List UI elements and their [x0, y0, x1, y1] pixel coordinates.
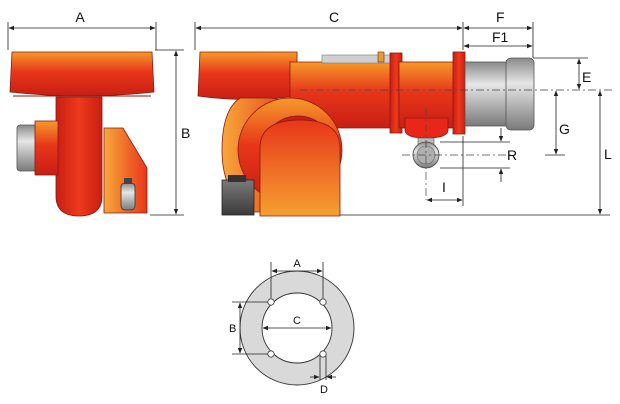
dim-label-b: B — [181, 125, 190, 141]
front-flange-2 — [452, 51, 466, 135]
blast-tube-head — [505, 57, 535, 131]
dim-label-i: I — [442, 179, 446, 195]
flange-label-d: D — [320, 384, 328, 396]
capacitor-box — [221, 179, 255, 216]
motor-cover — [259, 119, 341, 217]
front-flange-body — [398, 61, 456, 129]
flange-label-c: C — [293, 315, 301, 327]
side-sensor — [120, 182, 136, 211]
side-fan-body — [55, 96, 103, 217]
dim-label-f1: F1 — [492, 29, 509, 45]
dim-label-r: R — [507, 147, 517, 163]
dim-label-l: L — [604, 146, 612, 162]
blast-tube — [464, 61, 512, 127]
dim-label-f: F — [496, 9, 505, 25]
front-view: C F F1 — [194, 9, 612, 217]
side-view: A B — [7, 9, 190, 217]
flange-label-a: A — [293, 258, 301, 270]
dim-label-a: A — [75, 9, 85, 25]
dim-label-c: C — [329, 9, 339, 25]
gas-valve — [404, 117, 449, 139]
front-housing-cover — [197, 51, 298, 100]
dim-label-e: E — [582, 69, 591, 85]
dim-label-g: G — [559, 121, 570, 137]
bolt-hole — [267, 350, 275, 358]
side-housing-cover — [9, 51, 155, 97]
bolt-hole — [319, 350, 327, 358]
side-bracket — [103, 127, 148, 214]
bolt-hole — [267, 298, 275, 306]
flange-label-b: B — [229, 323, 236, 335]
flange-view: A B C D — [229, 258, 355, 396]
bolt-hole — [319, 298, 327, 306]
